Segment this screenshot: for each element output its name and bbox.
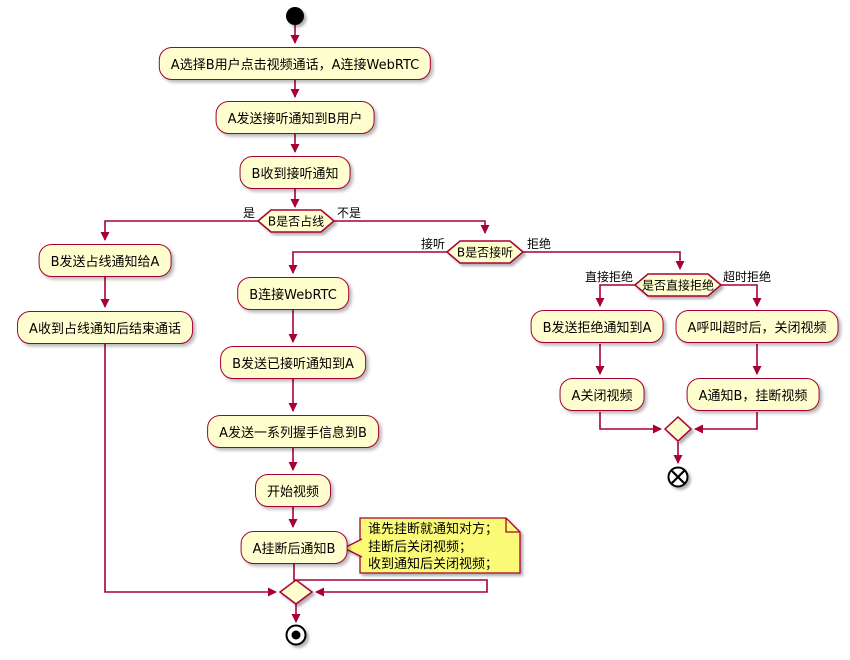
activity-b-receive-notify: B收到接听通知 xyxy=(239,156,351,189)
activity-a-hangup-notify-b: A挂断后通知B xyxy=(240,531,348,564)
start-node xyxy=(286,7,304,25)
edge-label-answer: 接听 xyxy=(420,237,445,251)
note-fold-icon xyxy=(505,518,520,533)
activity-a-send-handshake: A发送一系列握手信息到B xyxy=(207,415,379,448)
decision-busy-label: B是否占线 xyxy=(267,214,325,229)
activity-b-connect-webrtc: B连接WebRTC xyxy=(237,277,349,310)
edge-label-no: 不是 xyxy=(337,206,362,220)
activity-a-close-video: A关闭视频 xyxy=(559,378,645,411)
activity-start-video: 开始视频 xyxy=(254,474,332,507)
flow-final-node xyxy=(667,466,689,488)
note-line: 谁先挂断就通知对方； xyxy=(368,522,499,537)
edge-label-timeout-reject: 超时拒绝 xyxy=(723,270,772,284)
activity-a-call-timeout: A呼叫超时后，关闭视频 xyxy=(675,310,839,343)
decision-busy-shape xyxy=(256,209,336,233)
stop-node xyxy=(285,624,307,646)
merge-diamond-reject xyxy=(663,415,693,443)
activity-b-send-busy: B发送占线通知给A xyxy=(38,244,172,277)
activity-b-send-answered: B发送已接听通知到A xyxy=(220,346,366,379)
note-line: 挂断后关闭视频； xyxy=(368,539,473,555)
edge-label-reject: 拒绝 xyxy=(527,237,552,251)
decision-answer-label: B是否接听 xyxy=(456,245,514,260)
edge-label-yes: 是 xyxy=(242,206,255,220)
edge-lines xyxy=(100,25,762,623)
note-content: 谁先挂断就通知对方； 挂断后关闭视频； 收到通知后关闭视频； xyxy=(368,521,498,574)
activity-a-notify-b-hangup: A通知B，挂断视频 xyxy=(686,378,820,411)
decision-direct-reject-shape xyxy=(633,273,723,297)
edge-label-direct-reject: 直接拒绝 xyxy=(584,270,633,284)
activity-b-send-reject: B发送拒绝通知到A xyxy=(530,310,664,343)
note-shape xyxy=(359,517,521,574)
merge-diamond-main xyxy=(278,579,314,605)
activity-a-send-notify: A发送接听通知到B用户 xyxy=(215,101,375,134)
note-line: 收到通知后关闭视频； xyxy=(368,557,499,572)
decision-answer-shape xyxy=(445,240,525,264)
decision-direct-reject-label: 是否直接拒绝 xyxy=(641,278,715,293)
activity-a-start-call: A选择B用户点击视频通话，A连接WebRTC xyxy=(158,47,432,80)
activity-a-end-on-busy: A收到占线通知后结束通话 xyxy=(17,311,193,344)
